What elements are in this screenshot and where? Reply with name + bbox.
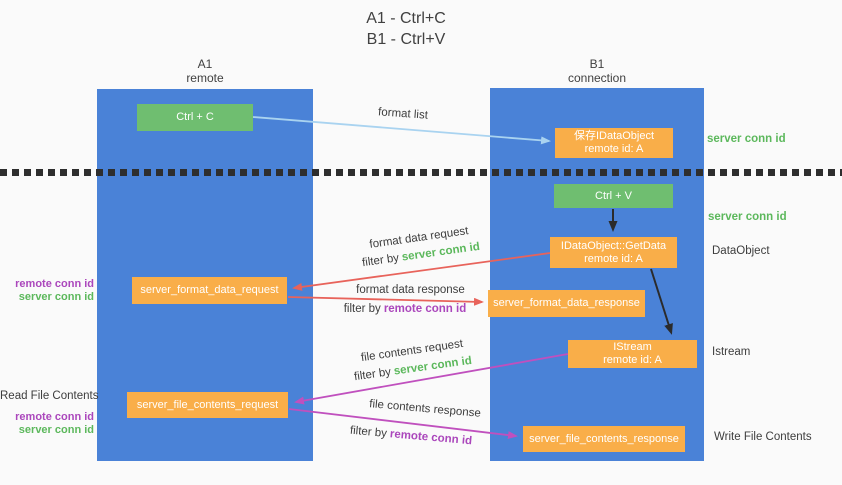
remote-conn-id-text: remote conn id — [383, 303, 467, 315]
node-idataobject-getdata: IDataObject::GetData remote id: A — [550, 237, 677, 268]
lane-header-b1: B1 connection — [497, 57, 697, 85]
arrow-file-contents-response — [288, 408, 518, 440]
title-line-2: B1 - Ctrl+V — [366, 31, 446, 48]
server-format-data-response-label: server_format_data_response — [493, 297, 640, 309]
arrow-format-list — [252, 116, 551, 145]
node-ctrl-v: Ctrl + V — [554, 184, 673, 208]
node-server-format-data-request: server_format_data_request — [132, 277, 287, 304]
arrow-file-contents-request — [294, 353, 569, 405]
label-write-file-contents: Write File Contents — [714, 431, 812, 443]
lane-b1-name: B1 — [589, 57, 605, 71]
server-file-contents-request-label: server_file_contents_request — [136, 398, 279, 411]
remote-conn-id-text: remote conn id — [15, 278, 94, 290]
node-ctrl-c: Ctrl + C — [137, 104, 253, 131]
machine-boundary-dotted-line — [0, 169, 842, 176]
server-conn-id-text: server conn id — [18, 290, 94, 303]
label-istream-side: Istream — [712, 346, 751, 358]
arrow-format-data-request — [292, 252, 551, 291]
title-line-1: A1 - Ctrl+C — [366, 10, 446, 27]
istream-line1: IStream — [613, 341, 652, 353]
node-istream: IStream remote id: A — [568, 340, 697, 368]
node-save-idataobject: 保存IDataObject remote id: A — [555, 128, 673, 158]
getdata-line1: IDataObject::GetData — [560, 239, 667, 252]
lane-a1-name: A1 — [197, 57, 213, 71]
lane-b1-role: connection — [567, 71, 627, 85]
save-idataobject-line1: 保存IDataObject — [573, 130, 655, 142]
istream-line2: remote id: A — [603, 354, 662, 366]
lane-a1-role: remote — [186, 71, 224, 85]
label-left-conn-ids-top: remote conn id server conn id — [2, 278, 94, 303]
filter-by-text: filter by — [343, 303, 381, 315]
remote-conn-id-text: remote conn id — [15, 411, 94, 423]
label-dataobject: DataObject — [712, 245, 770, 257]
node-server-file-contents-response: server_file_contents_response — [523, 426, 685, 452]
label-read-file-contents: Read File Contents — [0, 390, 99, 402]
lane-header-a1: A1 remote — [105, 57, 305, 85]
server-file-contents-response-label: server_file_contents_response — [529, 432, 679, 445]
label-server-conn-id-mid-right: server conn id — [708, 211, 787, 223]
arrow-format-data-response — [287, 296, 484, 306]
node-server-file-contents-request: server_file_contents_request — [127, 392, 288, 418]
arrow-getdata-to-istream — [650, 268, 673, 335]
ctrl-c-label: Ctrl + C — [176, 111, 214, 123]
label-format-data-response: format data response — [356, 284, 465, 296]
server-conn-id-text: server conn id — [18, 423, 94, 436]
server-format-data-request-label: server_format_data_request — [140, 284, 279, 296]
label-server-conn-id-top-right: server conn id — [707, 133, 786, 145]
getdata-line2: remote id: A — [584, 252, 643, 265]
node-server-format-data-response: server_format_data_response — [488, 290, 645, 317]
diagram-title: A1 - Ctrl+C B1 - Ctrl+V — [306, 8, 506, 50]
ctrl-v-label: Ctrl + V — [595, 189, 632, 202]
label-left-conn-ids-bottom: remote conn id server conn id — [2, 411, 94, 436]
save-idataobject-line2: remote id: A — [584, 143, 644, 155]
